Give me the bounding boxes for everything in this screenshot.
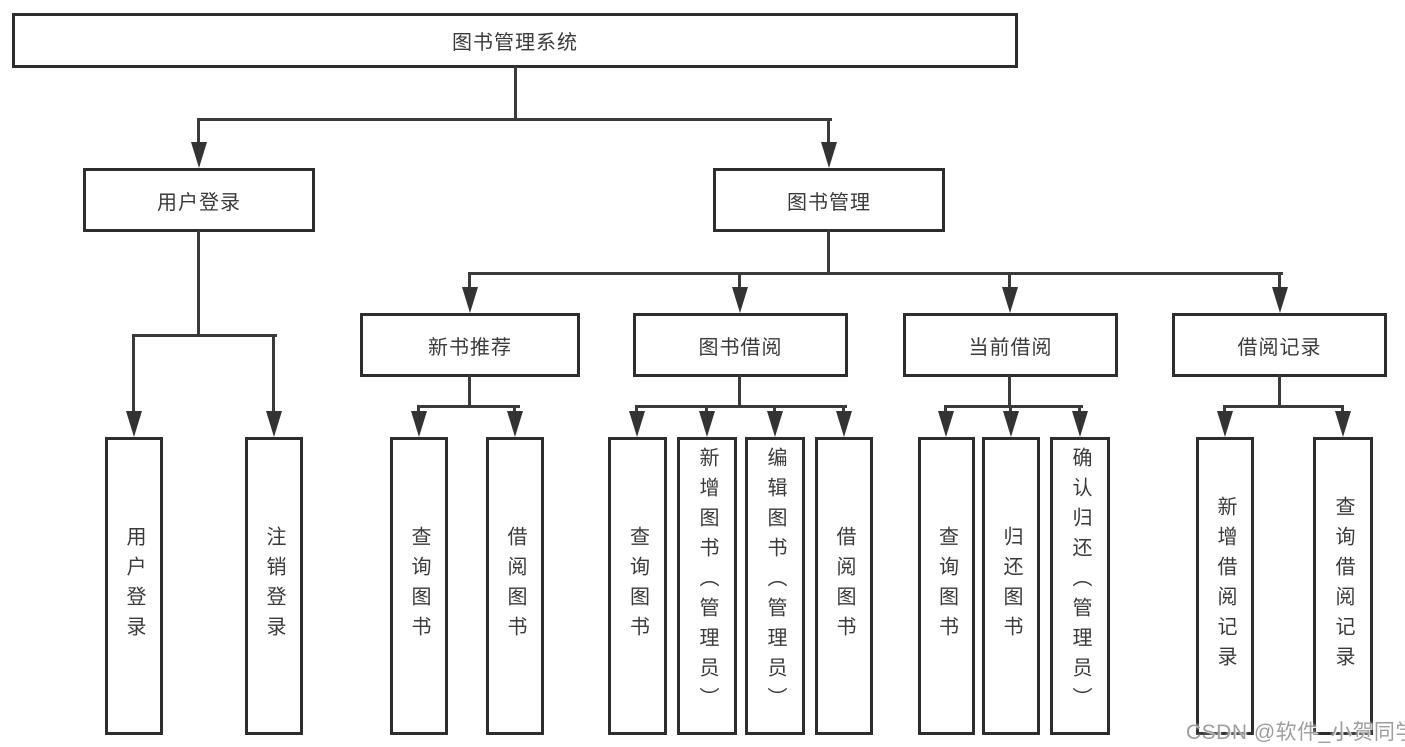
node-root-system: 图书管理系统 (12, 13, 1018, 68)
node-current-borrowing-label: 当前借阅 (968, 336, 1053, 359)
leaf-query-books-recommend-label: 查询图书 (408, 526, 430, 646)
leaf-edit-books-admin-label: 编辑图书（管理员） (764, 447, 786, 717)
leaf-borrow-books-label: 借阅图书 (833, 526, 855, 646)
leaf-return-books: 归还图书 (982, 437, 1040, 735)
leaf-query-books-current-label: 查询图书 (935, 526, 958, 646)
connector-userlogin-stem (197, 230, 200, 337)
arrowhead-icon (191, 142, 207, 168)
arrowhead-icon (126, 411, 142, 437)
connector-stem (1341, 405, 1344, 414)
connector-currentborrow-stem (1008, 375, 1011, 408)
connector-stem (1078, 405, 1081, 414)
leaf-add-borrow-record-label: 新增借阅记录 (1214, 496, 1236, 676)
connector-stem (738, 272, 741, 289)
connector-stem (705, 405, 708, 414)
arrowhead-icon (507, 411, 523, 437)
leaf-add-borrow-record: 新增借阅记录 (1196, 437, 1254, 735)
leaf-user-login-label: 用户登录 (123, 526, 145, 646)
connector-currentborrow-rail (944, 405, 1083, 408)
leaf-borrow-books-recommend-label: 借阅图书 (504, 526, 526, 646)
connector-bookborrow-stem (738, 375, 741, 408)
leaf-query-books-borrow: 查询图书 (608, 437, 667, 735)
connector-userlogin-rail (132, 334, 277, 337)
node-book-management: 图书管理 (713, 168, 945, 232)
leaf-add-books-admin: 新增图书（管理员） (677, 437, 737, 735)
connector-stem (773, 405, 776, 414)
arrowhead-icon (462, 287, 478, 313)
leaf-borrow-books: 借阅图书 (815, 437, 873, 735)
arrowhead-icon (629, 411, 645, 437)
arrowhead-icon (1002, 287, 1018, 313)
connector-stem (944, 405, 947, 414)
connector-stem (513, 405, 516, 414)
leaf-query-borrow-record-label: 查询借阅记录 (1332, 496, 1354, 676)
arrowhead-icon (938, 411, 954, 437)
node-book-management-label: 图书管理 (787, 191, 871, 214)
leaf-query-books-borrow-label: 查询图书 (626, 526, 649, 646)
connector-stem (635, 405, 638, 414)
node-new-book-recommend-label: 新书推荐 (428, 336, 512, 359)
node-root-label: 图书管理系统 (452, 32, 578, 54)
csdn-watermark: CSDN @软件_小贺同学 (1186, 721, 1405, 744)
connector-level2-rail (197, 118, 832, 121)
connector-stem (417, 405, 420, 414)
arrowhead-icon (266, 411, 282, 437)
connector-root-stem (514, 66, 517, 120)
arrowhead-icon (836, 411, 852, 437)
connector-stem (1009, 405, 1012, 414)
leaf-logout: 注销登录 (245, 437, 303, 735)
leaf-logout-label: 注销登录 (263, 526, 285, 646)
node-book-borrowing: 图书借阅 (633, 313, 848, 377)
arrowhead-icon (1217, 411, 1233, 437)
connector-stem (197, 118, 200, 146)
leaf-query-books-recommend: 查询图书 (390, 437, 448, 735)
connector-bookmgmt-stem (827, 230, 830, 275)
connector-stem (1008, 272, 1011, 289)
arrowhead-icon (1072, 411, 1088, 437)
connector-bookborrow-rail (635, 405, 847, 408)
leaf-add-books-admin-label: 新增图书（管理员） (696, 447, 718, 717)
connector-stem (827, 118, 830, 146)
connector-stem (468, 272, 471, 289)
leaf-edit-books-admin: 编辑图书（管理员） (745, 437, 805, 735)
node-borrow-records-label: 借阅记录 (1237, 336, 1322, 359)
leaf-query-borrow-record: 查询借阅记录 (1313, 437, 1373, 735)
node-user-login-label: 用户登录 (157, 191, 241, 214)
arrowhead-icon (1272, 287, 1288, 313)
connector-records-stem (1278, 375, 1281, 408)
connector-stem (842, 405, 845, 414)
leaf-confirm-return-admin: 确认归还（管理员） (1050, 437, 1110, 735)
arrowhead-icon (411, 411, 427, 437)
connector-stem (272, 334, 275, 413)
connector-newbooks-rail (417, 405, 520, 408)
leaf-query-books-current: 查询图书 (918, 437, 975, 735)
arrowhead-icon (767, 411, 783, 437)
arrowhead-icon (699, 411, 715, 437)
connector-stem (1278, 272, 1281, 289)
arrowhead-icon (821, 142, 837, 168)
connector-stem (1223, 405, 1226, 414)
connector-records-rail (1223, 405, 1344, 408)
arrowhead-icon (1003, 411, 1019, 437)
connector-stem (132, 334, 135, 413)
leaf-confirm-return-admin-label: 确认归还（管理员） (1069, 447, 1091, 717)
node-user-login: 用户登录 (83, 168, 315, 232)
connector-newbooks-stem (468, 375, 471, 408)
leaf-borrow-books-recommend: 借阅图书 (486, 437, 544, 735)
connector-level3-rail (468, 272, 1283, 275)
arrowhead-icon (732, 287, 748, 313)
node-borrow-records: 借阅记录 (1172, 313, 1387, 377)
leaf-return-books-label: 归还图书 (1000, 526, 1022, 646)
leaf-user-login: 用户登录 (105, 437, 163, 735)
node-current-borrowing: 当前借阅 (903, 313, 1118, 377)
node-book-borrowing-label: 图书借阅 (698, 336, 783, 359)
node-new-book-recommend: 新书推荐 (360, 313, 580, 377)
arrowhead-icon (1335, 411, 1351, 437)
